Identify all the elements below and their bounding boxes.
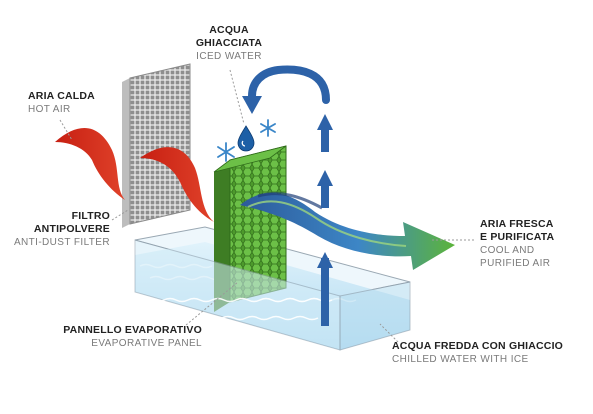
label-anti-dust-filter: FILTRO ANTIPOLVERE ANTI-DUST FILTER xyxy=(13,210,110,248)
upward-water-arrows xyxy=(317,114,333,326)
water-tank-front xyxy=(134,239,411,351)
label-iced-water: ACQUA GHIACCIATA ICED WATER xyxy=(195,24,263,62)
label-hot-air: ARIA CALDA HOT AIR xyxy=(28,90,95,115)
recirculation-arrow xyxy=(242,65,330,114)
label-evaporative-panel: PANNELLO EVAPORATIVO EVAPORATIVE PANEL xyxy=(63,324,202,349)
snowflake-icon xyxy=(217,119,276,162)
leader-lines xyxy=(59,69,476,343)
water-drop-icon xyxy=(237,125,255,152)
label-fresh-air: ARIA FRESCA E PURIFICATA COOL AND PURIFI… xyxy=(480,218,555,269)
hot-air-flow xyxy=(55,128,214,222)
label-chilled-water: ACQUA FREDDA CON GHIACCIO CHILLED WATER … xyxy=(392,340,564,365)
cool-air-flow xyxy=(240,192,455,270)
anti-dust-filter xyxy=(122,63,191,228)
